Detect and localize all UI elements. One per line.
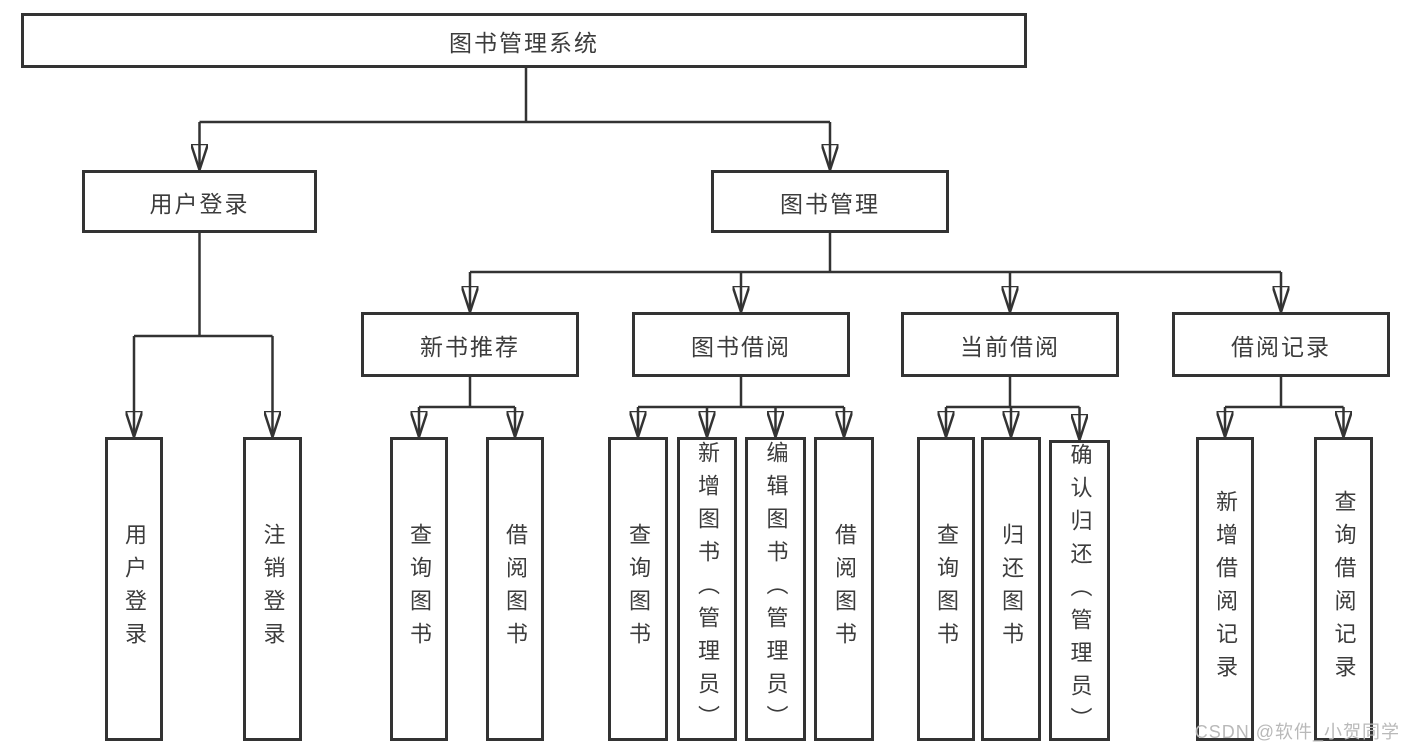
- leaf-bb-query-books: 查询图书: [608, 437, 668, 741]
- leaf-br-query-record: 查询借阅记录: [1314, 437, 1373, 741]
- connector-book-borrowing-children: [638, 377, 844, 436]
- connector-borrowing-records-children: [1225, 377, 1344, 436]
- connector-current-borrowing-children: [946, 377, 1080, 439]
- leaf-bb-borrow-books: 借阅图书: [814, 437, 874, 741]
- leaf-cb-return-books: 归还图书: [981, 437, 1041, 741]
- node-new-book-recommend: 新书推荐: [361, 312, 579, 377]
- leaf-cb-query-books: 查询图书: [917, 437, 975, 741]
- node-root: 图书管理系统: [21, 13, 1027, 68]
- node-user-login: 用户登录: [82, 170, 317, 233]
- leaf-nbr-borrow-books: 借阅图书: [486, 437, 544, 741]
- leaf-nbr-query-books: 查询图书: [390, 437, 448, 741]
- leaf-logout: 注销登录: [243, 437, 302, 741]
- connector-user-login-children: [134, 233, 273, 436]
- leaf-user-login: 用户登录: [105, 437, 163, 741]
- node-book-management: 图书管理: [711, 170, 949, 233]
- node-borrowing-records: 借阅记录: [1172, 312, 1390, 377]
- node-current-borrowing: 当前借阅: [901, 312, 1119, 377]
- connector-root-to-level1: [200, 68, 831, 169]
- leaf-br-add-record: 新增借阅记录: [1196, 437, 1254, 741]
- connector-new-book-recommend-children: [419, 377, 515, 436]
- connector-book-management-children: [470, 233, 1281, 311]
- leaf-bb-add-books-admin: 新增图书（管理员）: [677, 437, 737, 741]
- leaf-cb-confirm-return-admin: 确认归还（管理员）: [1049, 440, 1110, 741]
- watermark: CSDN @软件_小贺同学: [1194, 722, 1400, 742]
- leaf-bb-edit-books-admin: 编辑图书（管理员）: [745, 437, 806, 741]
- node-book-borrowing: 图书借阅: [632, 312, 850, 377]
